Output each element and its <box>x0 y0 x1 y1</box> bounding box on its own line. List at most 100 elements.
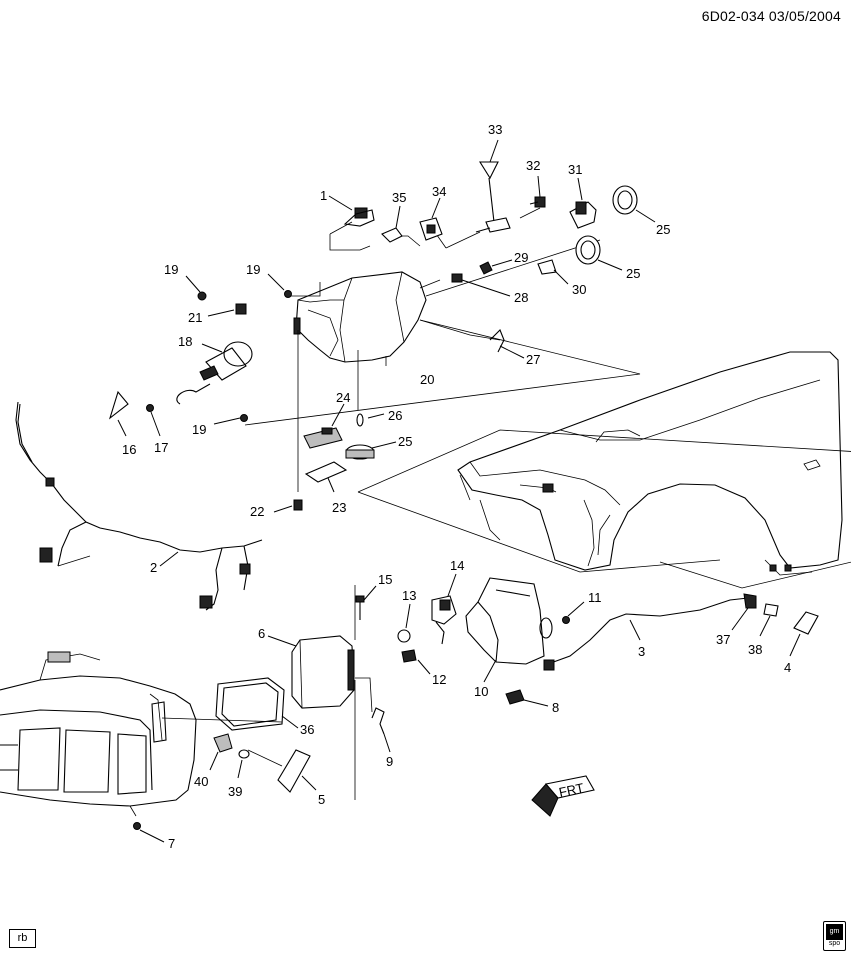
callout-15: 15 <box>378 572 392 587</box>
part-19-screw-2 <box>267 273 292 298</box>
arrow-label: FRT <box>558 780 586 800</box>
callout-3: 3 <box>638 644 645 659</box>
callout-1: 1 <box>320 188 327 203</box>
callout-40: 40 <box>194 774 208 789</box>
callout-5: 5 <box>318 792 325 807</box>
callout-16: 16 <box>122 442 136 457</box>
gm-logo-mark: gm <box>826 924 843 940</box>
callout-10: 10 <box>474 684 488 699</box>
callout-25-a: 25 <box>656 222 670 237</box>
front-fender <box>457 351 843 576</box>
part-26-pin <box>356 413 385 427</box>
part-15-bolt <box>355 585 377 620</box>
part-8-clip <box>505 689 549 707</box>
part-28-bulb <box>451 273 511 297</box>
fender-guide-line-lower <box>357 491 721 573</box>
part-18-actuator <box>176 341 253 405</box>
part-39-bulb <box>237 749 250 779</box>
front-direction-arrow: FRT <box>531 775 595 817</box>
part-31-bulb <box>569 177 597 229</box>
callout-18: 18 <box>178 334 192 349</box>
part-25-cap-upper <box>612 185 656 223</box>
fender-guide-line <box>357 429 851 493</box>
part-19-screw-3 <box>213 414 248 425</box>
callout-32: 32 <box>526 158 540 173</box>
part-13-bolt <box>397 603 411 643</box>
callout-6: 6 <box>258 626 265 641</box>
callout-9: 9 <box>386 754 393 769</box>
part-30-socket <box>537 259 569 285</box>
callout-38: 38 <box>748 642 762 657</box>
part-40-socket <box>209 733 233 771</box>
part-14-motor <box>431 573 457 645</box>
part-24-module <box>303 403 345 449</box>
callout-34: 34 <box>432 184 446 199</box>
front-bumper <box>0 651 197 817</box>
callout-19-c: 19 <box>192 422 206 437</box>
callout-36: 36 <box>300 722 314 737</box>
callout-26: 26 <box>388 408 402 423</box>
callout-35: 35 <box>392 190 406 205</box>
part-1-sensor <box>328 195 375 227</box>
callout-29: 29 <box>514 250 528 265</box>
part-35-bracket <box>381 205 403 243</box>
callout-25-b: 25 <box>626 266 640 281</box>
callout-7: 7 <box>168 836 175 851</box>
callout-12: 12 <box>432 672 446 687</box>
part-6-headlamp <box>267 635 355 709</box>
callout-21: 21 <box>188 310 202 325</box>
part-2-wiring-harness <box>15 401 263 611</box>
part-34-switch <box>419 197 443 241</box>
part-12-screw <box>401 649 431 675</box>
callout-30: 30 <box>572 282 586 297</box>
rb-badge: rb <box>9 929 36 948</box>
part-22-bolt <box>273 499 303 513</box>
callout-24: 24 <box>336 390 350 405</box>
part-29-socket <box>479 259 513 275</box>
part-33-adjuster <box>475 139 511 233</box>
callout-25-c: 25 <box>398 434 412 449</box>
headlamp-housing <box>293 271 427 363</box>
part-5-side-marker <box>277 749 317 793</box>
callout-19-b: 19 <box>246 262 260 277</box>
callout-22: 22 <box>250 504 264 519</box>
callout-2: 2 <box>150 560 157 575</box>
part-27-clip <box>489 329 525 359</box>
callout-14: 14 <box>450 558 464 573</box>
part-38-bulb <box>759 603 779 637</box>
part-4-lens <box>789 611 819 657</box>
callout-33: 33 <box>488 122 502 137</box>
callout-13: 13 <box>402 588 416 603</box>
part-7-screw <box>133 822 165 843</box>
part-23-gasket <box>304 461 348 493</box>
part-16-cover <box>108 390 129 437</box>
callout-31: 31 <box>568 162 582 177</box>
part-37-socket <box>731 593 757 631</box>
callout-8: 8 <box>552 700 559 715</box>
callout-17: 17 <box>154 440 168 455</box>
part-9-clip <box>371 707 391 753</box>
callout-20: 20 <box>420 372 434 387</box>
callout-19-a: 19 <box>164 262 178 277</box>
part-11-screw <box>562 601 585 624</box>
part-32-bolt <box>529 175 546 208</box>
part-36-gasket <box>215 677 299 731</box>
fender-guide-line-right <box>659 561 851 589</box>
callout-23: 23 <box>332 500 346 515</box>
part-10-housing <box>465 577 553 683</box>
callout-39: 39 <box>228 784 242 799</box>
callout-4: 4 <box>784 660 791 675</box>
part-21-grommet <box>207 303 247 317</box>
callout-28: 28 <box>514 290 528 305</box>
callout-27: 27 <box>526 352 540 367</box>
part-25-cap-middle <box>575 235 623 271</box>
part-19-screw-1 <box>185 275 207 301</box>
spo-logo-text: spo <box>828 940 841 947</box>
part-25-cap-lower <box>345 441 397 460</box>
gm-spo-logo: gm spo <box>823 921 846 951</box>
part-17-screw <box>146 404 161 437</box>
diagram-id: 6D02-034 03/05/2004 <box>701 8 841 24</box>
callout-11: 11 <box>588 590 602 605</box>
part-3-wire <box>543 597 749 671</box>
